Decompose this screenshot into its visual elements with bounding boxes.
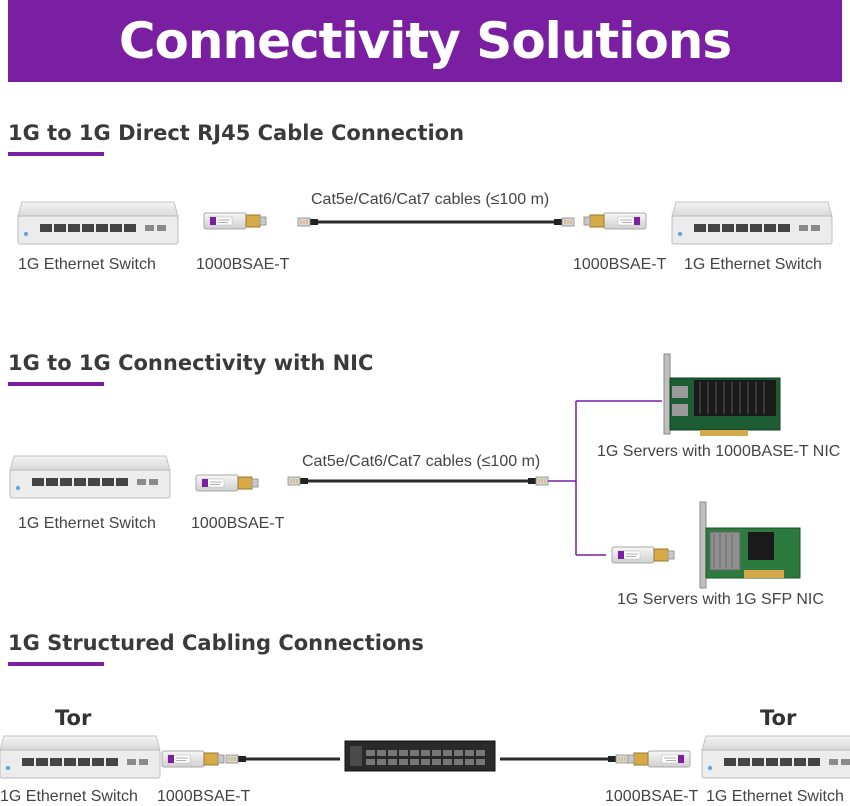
sfp-module-icon (161, 750, 225, 768)
section1-underline (8, 152, 104, 156)
section1-title: 1G to 1G Direct RJ45 Cable Connection (8, 121, 465, 145)
section2-cable-label: Cat5e/Cat6/Cat7 cables (≤100 m) (302, 453, 541, 470)
section3-left-module-label: 1000BSAE-T (157, 788, 251, 805)
section2-underline (8, 382, 104, 386)
section2-server-top-label: 1G Servers with 1000BASE-T NIC (597, 443, 841, 460)
ethernet-switch-icon (0, 735, 161, 779)
section3-right-switch-label: 1G Ethernet Switch (706, 788, 844, 805)
sfp-module-icon (583, 212, 647, 230)
patch-panel-icon (344, 740, 496, 772)
title-banner: Connectivity Solutions (8, 0, 842, 82)
section3-title: 1G Structured Cabling Connections (8, 631, 424, 655)
rj45-cable-icon (287, 476, 549, 486)
sfp-module-icon (627, 750, 691, 768)
nic-card-icon (663, 353, 781, 436)
sfp-module-icon (203, 212, 267, 230)
section1-right-switch-label: 1G Ethernet Switch (684, 256, 822, 273)
left-tor-label: Tor (55, 706, 92, 730)
ethernet-switch-icon (9, 455, 171, 499)
section1-left-module-label: 1000BSAE-T (196, 256, 290, 273)
sfp-module-icon (611, 546, 675, 564)
section1-right-module-label: 1000BSAE-T (573, 256, 667, 273)
page-title: Connectivity Solutions (118, 12, 732, 70)
section3-right-module-label: 1000BSAE-T (605, 788, 699, 805)
section2-module-label: 1000BSAE-T (191, 515, 285, 532)
connector-lines (548, 400, 662, 556)
section1-left-switch-label: 1G Ethernet Switch (18, 256, 156, 273)
section2-server-bottom-label: 1G Servers with 1G SFP NIC (617, 591, 824, 608)
nic-card-icon (699, 501, 801, 589)
rj45-cable-icon (225, 754, 340, 764)
section3-left-switch-label: 1G Ethernet Switch (0, 788, 138, 805)
ethernet-switch-icon (701, 735, 850, 779)
ethernet-switch-icon (671, 201, 833, 245)
section2-title: 1G to 1G Connectivity with NIC (8, 351, 374, 375)
section3-underline (8, 662, 104, 666)
section1-cable-label: Cat5e/Cat6/Cat7 cables (≤100 m) (311, 191, 550, 208)
right-tor-label: Tor (760, 706, 797, 730)
rj45-cable-icon (500, 754, 629, 764)
sfp-module-icon (195, 474, 259, 492)
ethernet-switch-icon (17, 201, 179, 245)
rj45-cable-icon (297, 217, 575, 227)
section2-switch-label: 1G Ethernet Switch (18, 515, 156, 532)
